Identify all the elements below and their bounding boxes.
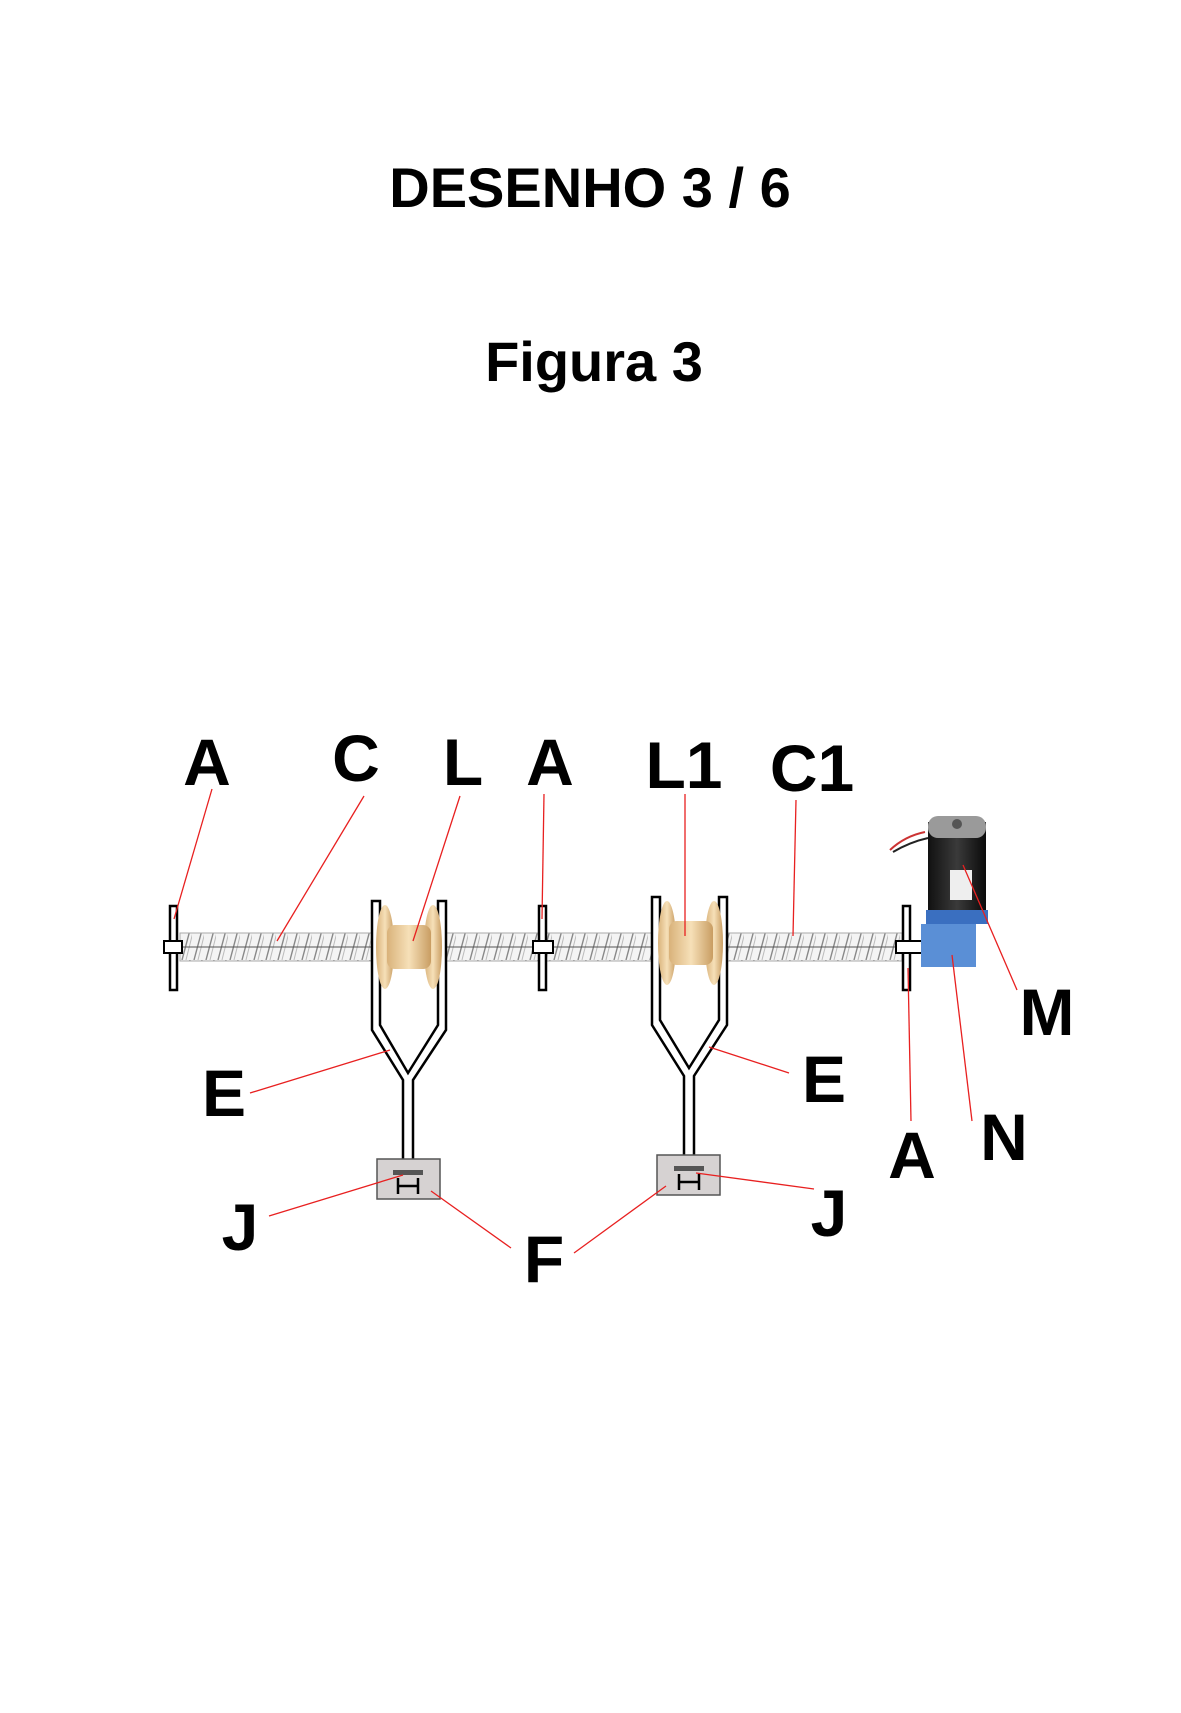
- spool-right: [658, 901, 723, 985]
- leader-lines: [173, 788, 1018, 1254]
- label-l1: L1: [645, 728, 722, 802]
- label-f: F: [524, 1222, 564, 1296]
- label-n: N: [980, 1100, 1028, 1174]
- fork-holder-left: [370, 899, 448, 1200]
- label-a-right: A: [888, 1118, 936, 1192]
- support-plate-left: [163, 904, 183, 992]
- label-e-right: E: [802, 1042, 846, 1116]
- label-e-left: E: [202, 1056, 246, 1130]
- label-j-right: J: [811, 1176, 848, 1250]
- fork-holder-right: [650, 895, 729, 1196]
- figure-title: Figura 3: [485, 330, 703, 393]
- support-plate-middle: [532, 904, 554, 992]
- block-f-left: [376, 1158, 441, 1200]
- drawing-title: DESENHO 3 / 6: [389, 156, 790, 219]
- label-m: M: [1020, 975, 1075, 1049]
- spool-left: [376, 905, 442, 989]
- pin-j-left: [393, 1170, 423, 1175]
- pin-j-right: [674, 1166, 704, 1171]
- label-j-left: J: [222, 1190, 259, 1264]
- motor-mount: [921, 924, 976, 967]
- label-a-left: A: [183, 725, 231, 799]
- label-l: L: [443, 725, 483, 799]
- label-c1: C1: [770, 731, 854, 805]
- support-plate-right: [895, 904, 923, 992]
- label-a-middle: A: [526, 725, 574, 799]
- motor: [889, 816, 988, 924]
- label-c: C: [332, 721, 380, 795]
